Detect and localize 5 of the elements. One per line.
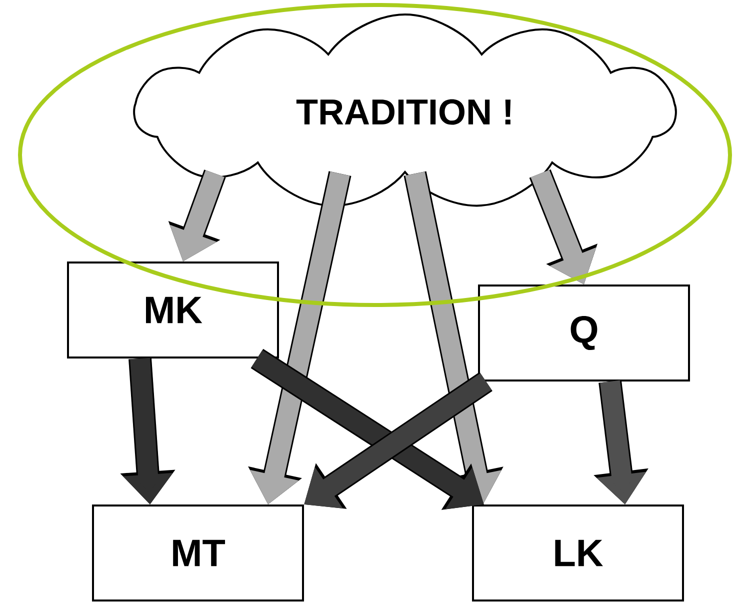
box: MT	[92, 504, 304, 602]
cloud: TRADITION !	[133, 14, 677, 207]
box: LK	[472, 504, 684, 602]
box: MK	[67, 262, 279, 358]
box: Q	[478, 284, 690, 382]
